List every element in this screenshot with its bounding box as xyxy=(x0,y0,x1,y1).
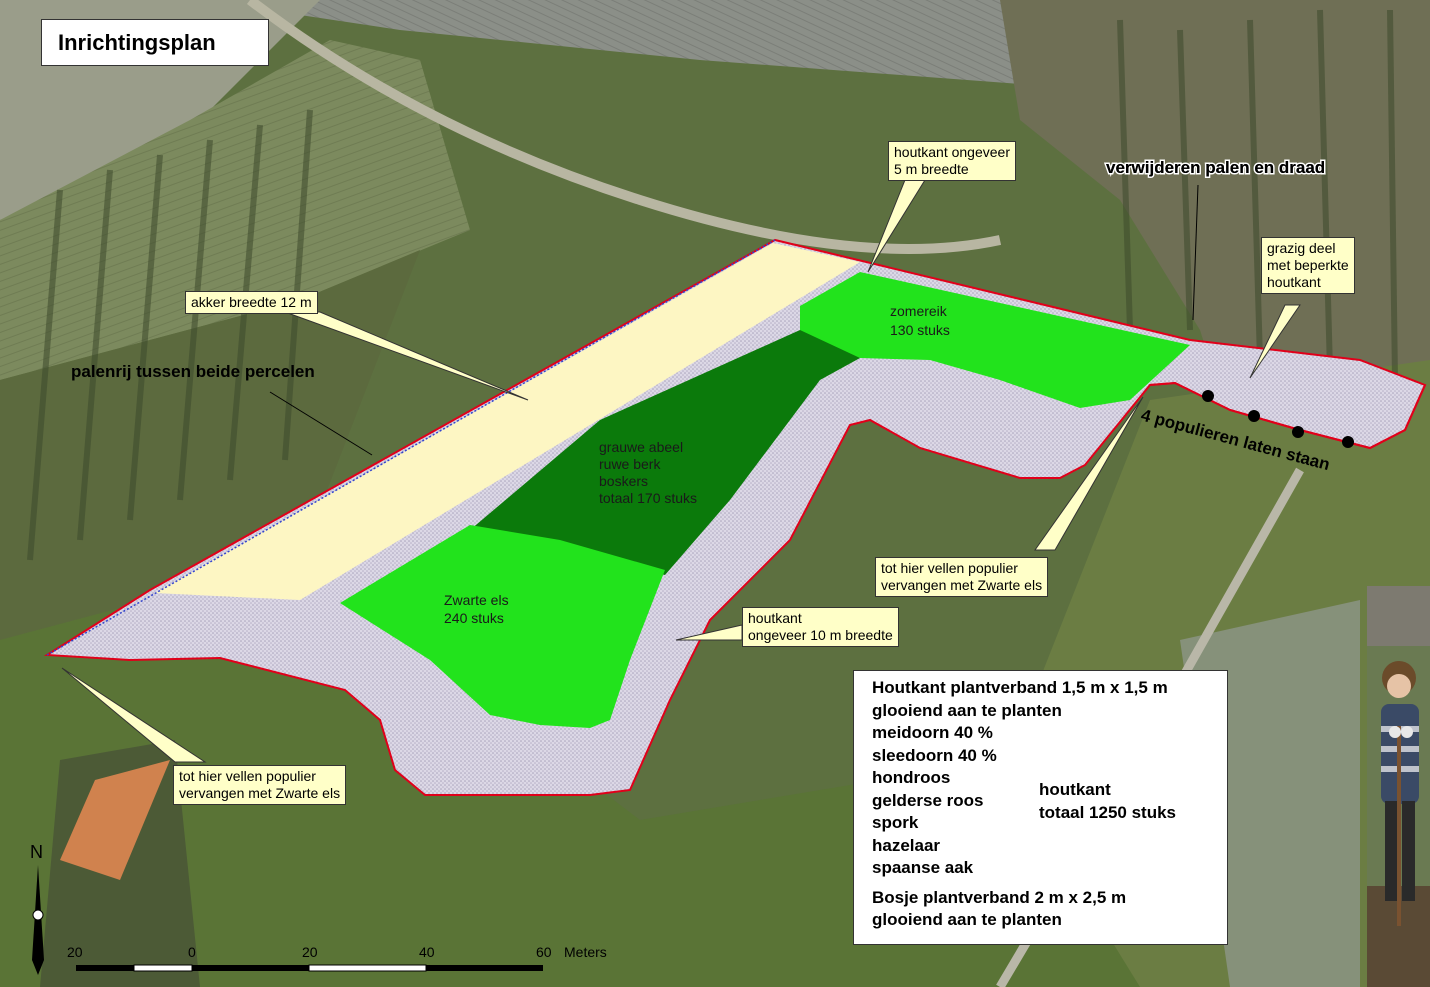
legend-line: spaanse aak xyxy=(872,858,974,877)
poplar-markers xyxy=(1202,390,1354,448)
scale-tick: 60 xyxy=(536,944,552,960)
legend-line: sleedoorn 40 % xyxy=(872,745,997,765)
leader-lines xyxy=(269,184,1199,456)
legend-line: hazelaar xyxy=(872,835,941,855)
label-verwijderen-text: verwijderen palen en draad xyxy=(1106,158,1325,177)
north-arrow-icon: N xyxy=(30,842,44,975)
callout-grazig: grazig deel met beperkte houtkant xyxy=(1261,237,1355,294)
zone-zwarte-els xyxy=(340,525,665,728)
callout-pointers xyxy=(61,179,1301,763)
label-verwijderen: verwijderen palen en draad xyxy=(1106,158,1325,177)
callout-houtkant-5m: houtkant ongeveer 5 m breedte xyxy=(888,141,1016,181)
planting-plan xyxy=(43,238,1427,796)
scale-tick: 40 xyxy=(419,944,435,960)
akker-strip xyxy=(155,243,860,600)
callout-vellen-right: tot hier vellen populier vervangen met Z… xyxy=(875,557,1049,597)
scale-bar: 20 0 20 40 60 Meters xyxy=(67,944,607,972)
legend-bosje-line: Bosje plantverband 2 m x 2,5 m xyxy=(872,887,1127,907)
callout-akker: akker breedte 12 m xyxy=(185,291,318,314)
legend-line: meidoorn 40 % xyxy=(872,723,993,742)
page-title: Inrichtingsplan xyxy=(41,19,269,66)
scale-tick: 0 xyxy=(188,944,196,960)
callout-vellen-left: tot hier vellen populier vervangen met Z… xyxy=(173,765,347,805)
legend-line: spork xyxy=(872,813,919,832)
north-label: N xyxy=(30,842,43,862)
scale-unit: Meters xyxy=(564,944,607,960)
zone-grauwe-abeel xyxy=(470,330,860,575)
zone-zomereik xyxy=(800,272,1190,408)
scale-tick: 20 xyxy=(67,944,83,960)
zone-label-grauwe-abeel: grauwe abeel ruwe berk boskers totaal 17… xyxy=(599,439,697,506)
legend-bosje-line: glooiend aan te planten xyxy=(872,910,1062,929)
zone-label-zomereik: zomereik 130 stuks xyxy=(890,303,951,338)
legend-line: gelderse roos xyxy=(872,790,984,810)
zone-label-zwarte-els: Zwarte els 240 stuks xyxy=(444,592,512,626)
photo-inset xyxy=(1367,586,1430,987)
legend-box: Houtkant plantverband 1,5 m x 1,5 m gloo… xyxy=(853,670,1228,945)
scale-tick: 20 xyxy=(302,944,318,960)
label-palenrij: palenrij tussen beide percelen xyxy=(71,362,315,381)
legend-houtkant-total: houtkant totaal 1250 stuks xyxy=(1039,780,1177,822)
legend-line: hondroos xyxy=(872,768,951,787)
legend-line: Houtkant plantverband 1,5 m x 1,5 m xyxy=(872,678,1168,697)
legend-line: glooiend aan te planten xyxy=(872,700,1062,720)
callout-houtkant-10m: houtkant ongeveer 10 m breedte xyxy=(742,607,899,647)
